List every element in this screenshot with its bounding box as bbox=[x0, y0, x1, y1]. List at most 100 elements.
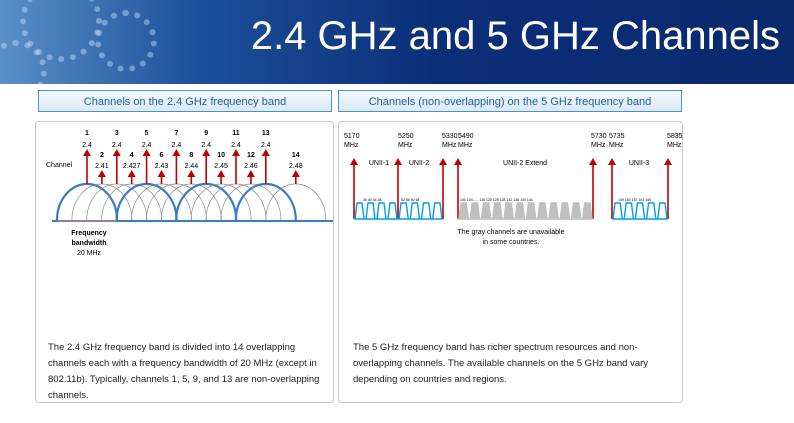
channel-frequency: 2.46 bbox=[244, 163, 258, 170]
channel-number: 10 bbox=[217, 152, 225, 159]
channel-numbers: 36 40 44 48 bbox=[363, 198, 382, 202]
title-banner: 2.4 GHz and 5 GHz Channels bbox=[0, 0, 794, 84]
channel-number: 1 bbox=[85, 130, 89, 137]
gear-decoration bbox=[95, 10, 157, 72]
channel-block bbox=[354, 202, 365, 220]
channel-frequency: 2.4 bbox=[261, 142, 271, 149]
frequency-unit: MHz bbox=[609, 142, 624, 149]
frequency-value: 5735 bbox=[609, 133, 625, 140]
band-edge-arrow-head bbox=[439, 158, 447, 165]
channel-frequency: 2.4 bbox=[172, 142, 182, 149]
channel-frequency: 2.43 bbox=[155, 163, 169, 170]
channel-arrow-head bbox=[261, 149, 270, 156]
band-label: UNII-2 Extend bbox=[503, 160, 547, 167]
channel-arc bbox=[265, 183, 327, 221]
channel-arc bbox=[220, 183, 282, 221]
frequency-value: 5490 bbox=[458, 133, 474, 140]
channel-frequency: 2.41 bbox=[95, 163, 109, 170]
channel-block bbox=[432, 202, 443, 220]
channel-arc bbox=[234, 182, 297, 221]
channel-block bbox=[398, 202, 409, 220]
channel-number: 5 bbox=[145, 130, 149, 137]
channel-block bbox=[657, 202, 668, 220]
band-edge-arrow-head bbox=[454, 158, 462, 165]
channel-arc bbox=[55, 182, 119, 221]
channel-number: 11 bbox=[232, 130, 240, 137]
channel-arrow-head bbox=[202, 149, 211, 156]
channel-block bbox=[645, 202, 657, 220]
channel-block bbox=[365, 202, 376, 220]
channel-number: 7 bbox=[174, 130, 178, 137]
channel-arc bbox=[71, 183, 133, 221]
right-heading: Channels (non-overlapping) on the 5 GHz … bbox=[338, 90, 682, 112]
frequency-value: 5835 bbox=[667, 133, 682, 140]
channel-label: Channel bbox=[46, 162, 73, 169]
channel-frequency: 2.4 bbox=[201, 142, 211, 149]
channel-arc bbox=[101, 183, 163, 221]
band-edge-arrow-head bbox=[394, 158, 402, 165]
frequency-value: 5730 bbox=[591, 133, 607, 140]
frequency-unit: MHz bbox=[442, 142, 457, 149]
channel-numbers: 52 56 60 64 bbox=[401, 198, 420, 202]
diagram-5ghz: 5170MHz5250MHz5330MHz5490MHz5730MHz5735M… bbox=[344, 133, 682, 246]
frequency-unit: MHz bbox=[667, 142, 682, 149]
channel-arrow-head bbox=[97, 170, 106, 177]
channel-number: 2 bbox=[100, 152, 104, 159]
channel-block bbox=[409, 202, 421, 220]
channel-block bbox=[376, 202, 387, 220]
channel-arc bbox=[115, 182, 178, 221]
channel-arrow-head bbox=[83, 149, 91, 156]
channel-block bbox=[570, 202, 582, 220]
gear-decoration bbox=[0, 40, 47, 84]
channel-block bbox=[492, 202, 503, 220]
channel-number: 8 bbox=[189, 152, 193, 159]
description-5ghz: The 5 GHz frequency band has richer spec… bbox=[353, 342, 649, 385]
frequency-unit: MHz bbox=[398, 142, 413, 149]
bandwidth-value: 20 MHz bbox=[77, 250, 102, 257]
band-edge-arrow-head bbox=[350, 158, 358, 165]
channel-arrow-head bbox=[157, 170, 166, 177]
channel-arc bbox=[190, 183, 252, 221]
diagram-2-4ghz: Channel12.422.4132.442.42752.462.4372.48… bbox=[46, 130, 333, 257]
bandwidth-label: bandwidth bbox=[72, 240, 107, 247]
channel-arrow-head bbox=[291, 170, 300, 177]
channel-arrow-head bbox=[187, 170, 196, 177]
channel-arc bbox=[131, 183, 192, 221]
channel-block bbox=[525, 202, 537, 220]
band-label: UNII-2 bbox=[409, 160, 429, 167]
channel-arc bbox=[205, 183, 267, 221]
channel-block bbox=[458, 202, 469, 220]
band-edge-arrow-head bbox=[608, 158, 616, 165]
channel-numbers: 100 104...... 116 120 128 128 132 136 14… bbox=[460, 198, 533, 202]
left-heading: Channels on the 2.4 GHz frequency band bbox=[38, 90, 332, 112]
frequency-unit: MHz bbox=[458, 142, 473, 149]
gray-channel-note: in some countries. bbox=[483, 239, 540, 246]
channel-number: 12 bbox=[247, 152, 255, 159]
channel-arrow-head bbox=[127, 170, 136, 177]
channel-number: 3 bbox=[115, 130, 119, 137]
channel-frequency: 2.44 bbox=[184, 163, 198, 170]
channel-block bbox=[612, 202, 623, 220]
channel-block bbox=[480, 202, 492, 220]
channel-arrow-head bbox=[142, 149, 151, 156]
frequency-value: 5170 bbox=[344, 133, 360, 140]
channel-block bbox=[387, 202, 398, 220]
channel-frequency: 2.4 bbox=[142, 142, 152, 149]
frequency-value: 5330 bbox=[442, 133, 458, 140]
channel-block bbox=[559, 202, 571, 220]
channel-number: 4 bbox=[130, 152, 134, 159]
channel-number: 9 bbox=[204, 130, 208, 137]
bandwidth-label: Frequency bbox=[71, 230, 107, 237]
channel-arrow-head bbox=[217, 170, 226, 177]
channel-arc bbox=[175, 182, 238, 221]
frequency-unit: MHz bbox=[344, 142, 359, 149]
channel-arc bbox=[146, 183, 207, 221]
channel-arrow-head bbox=[172, 149, 181, 156]
channel-frequency: 2.427 bbox=[123, 163, 141, 170]
channel-block bbox=[503, 202, 514, 220]
channel-block bbox=[548, 202, 559, 220]
channel-frequency: 2.45 bbox=[214, 163, 228, 170]
frequency-unit: MHz bbox=[591, 142, 606, 149]
channel-frequency: 2.4 bbox=[82, 142, 92, 149]
